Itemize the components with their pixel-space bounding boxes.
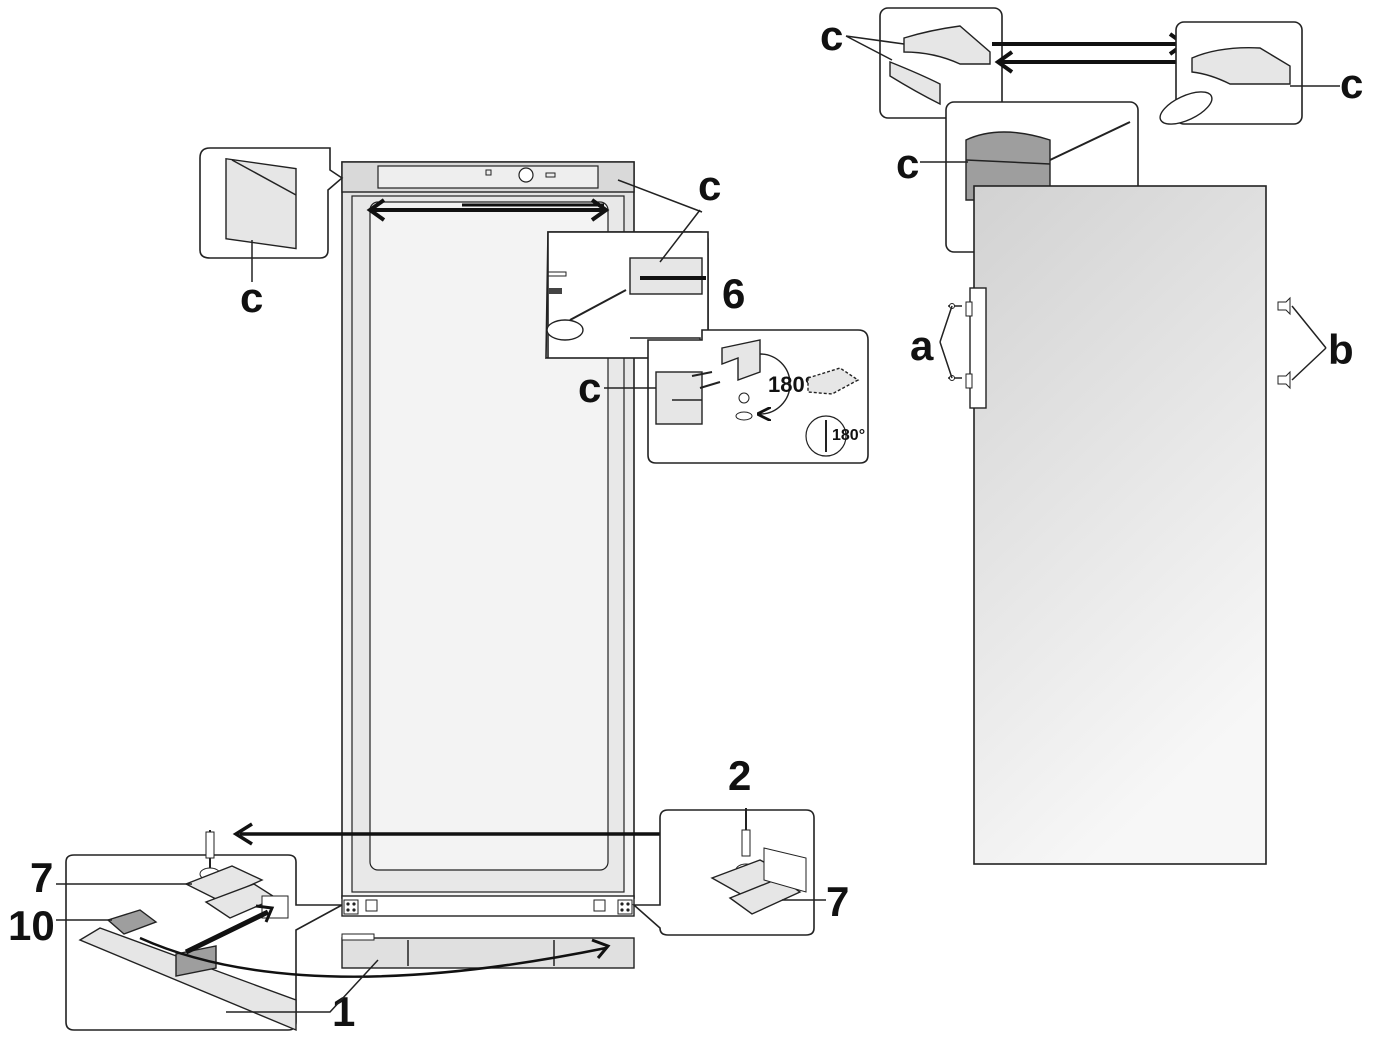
- hinge-swap-arrow: [232, 822, 732, 846]
- label-180-deg-small: 180°: [832, 427, 865, 444]
- label-a: a: [910, 322, 934, 369]
- label-c-cap-right: c: [1340, 60, 1363, 107]
- hinge-bottom-left-detail: 7 10 1: [8, 830, 611, 1035]
- hinge-rotate-detail: c 180° 180°: [578, 329, 869, 464]
- cover-detail-callout: c: [199, 147, 344, 321]
- label-c-hinge-cover: c: [698, 162, 721, 209]
- label-c-cover: c: [240, 274, 263, 321]
- label-7-left: 7: [30, 854, 53, 901]
- label-1: 1: [332, 988, 355, 1035]
- door-panel: a b: [910, 185, 1354, 865]
- cap-detail-right: c: [1159, 21, 1363, 125]
- label-6: 6: [722, 270, 745, 317]
- hinge-left-bottom: [343, 899, 378, 915]
- label-180-deg: 180°: [768, 372, 814, 397]
- label-b: b: [1328, 326, 1354, 373]
- label-10: 10: [8, 902, 55, 949]
- hinge-top-detail: c 6: [545, 162, 745, 359]
- hinge-right-bottom: [593, 899, 633, 915]
- label-2: 2: [728, 752, 751, 799]
- label-7-right: 7: [826, 878, 849, 925]
- cap-swap-arrows: [992, 32, 1188, 74]
- hinge-bottom-right-detail: 2 7: [631, 752, 849, 936]
- label-c-hinge-cap: c: [578, 364, 601, 411]
- label-c-caps: c: [820, 12, 843, 59]
- label-c-cap-pry: c: [896, 140, 919, 187]
